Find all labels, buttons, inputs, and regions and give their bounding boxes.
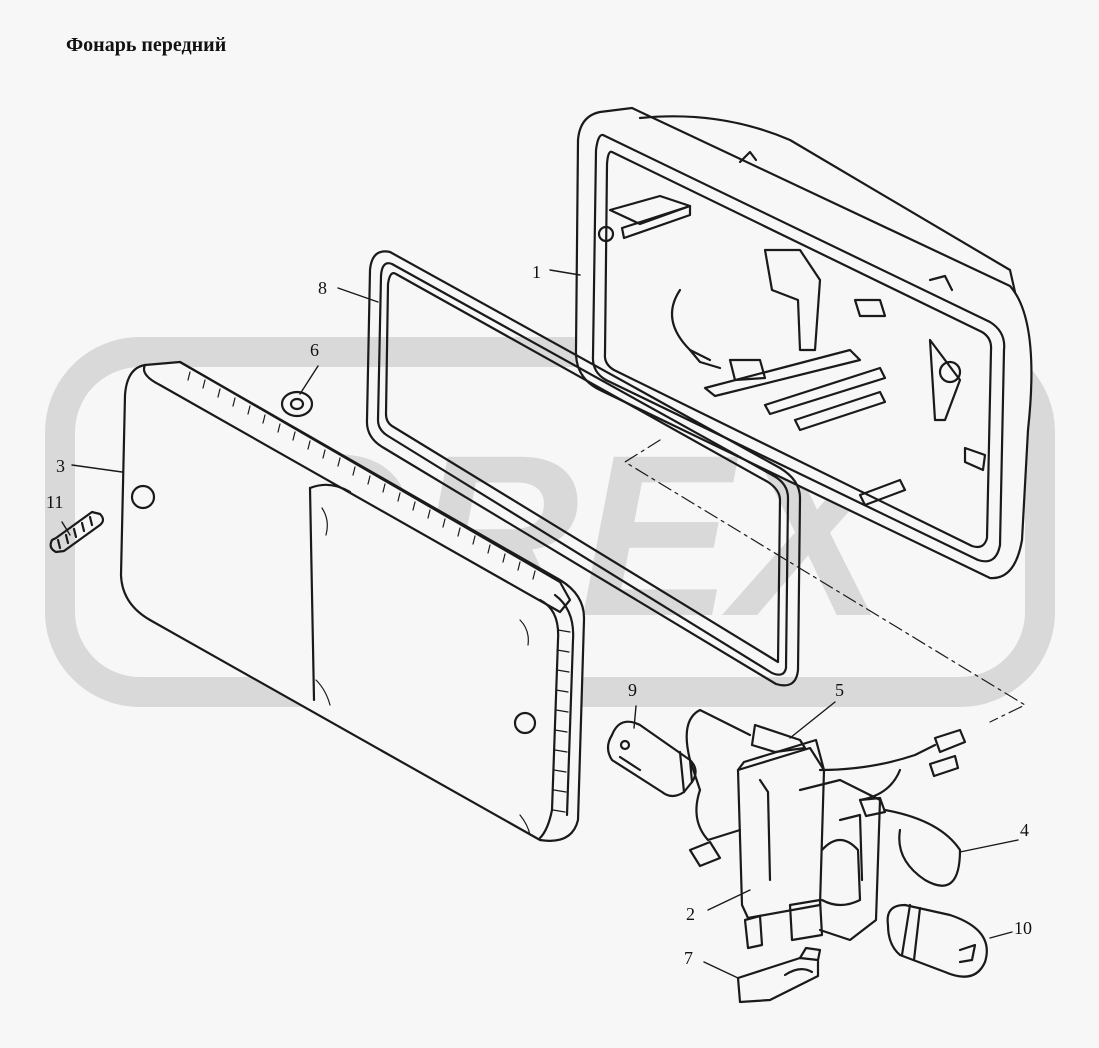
clip: [736, 946, 822, 1004]
screw: [49, 510, 105, 554]
wire-loop: [858, 796, 962, 887]
callout-5: 5: [835, 680, 844, 700]
bulb-small: [606, 720, 697, 798]
lamp-holder: [688, 738, 882, 950]
bulb-large: [886, 903, 988, 978]
lens: [119, 360, 586, 842]
callout-6: 6: [310, 340, 319, 360]
callout-4: 4: [1020, 820, 1029, 840]
callout-9: 9: [628, 680, 637, 700]
callout-11: 11: [46, 492, 63, 512]
leader-lines: [61, 269, 1019, 979]
callout-labels: 1 2 3 4 5 6 7 8 9 10 11: [46, 262, 1032, 968]
gasket: [365, 250, 802, 687]
callout-7: 7: [684, 948, 693, 968]
callout-8: 8: [318, 278, 327, 298]
callout-10: 10: [1014, 918, 1032, 938]
callout-2: 2: [686, 904, 695, 924]
housing: [574, 106, 1033, 580]
callout-1: 1: [532, 262, 541, 282]
callout-3: 3: [56, 456, 65, 476]
page-title: Фонарь передний: [66, 34, 227, 56]
wire-terminal: [685, 708, 967, 802]
washer: [280, 390, 314, 418]
